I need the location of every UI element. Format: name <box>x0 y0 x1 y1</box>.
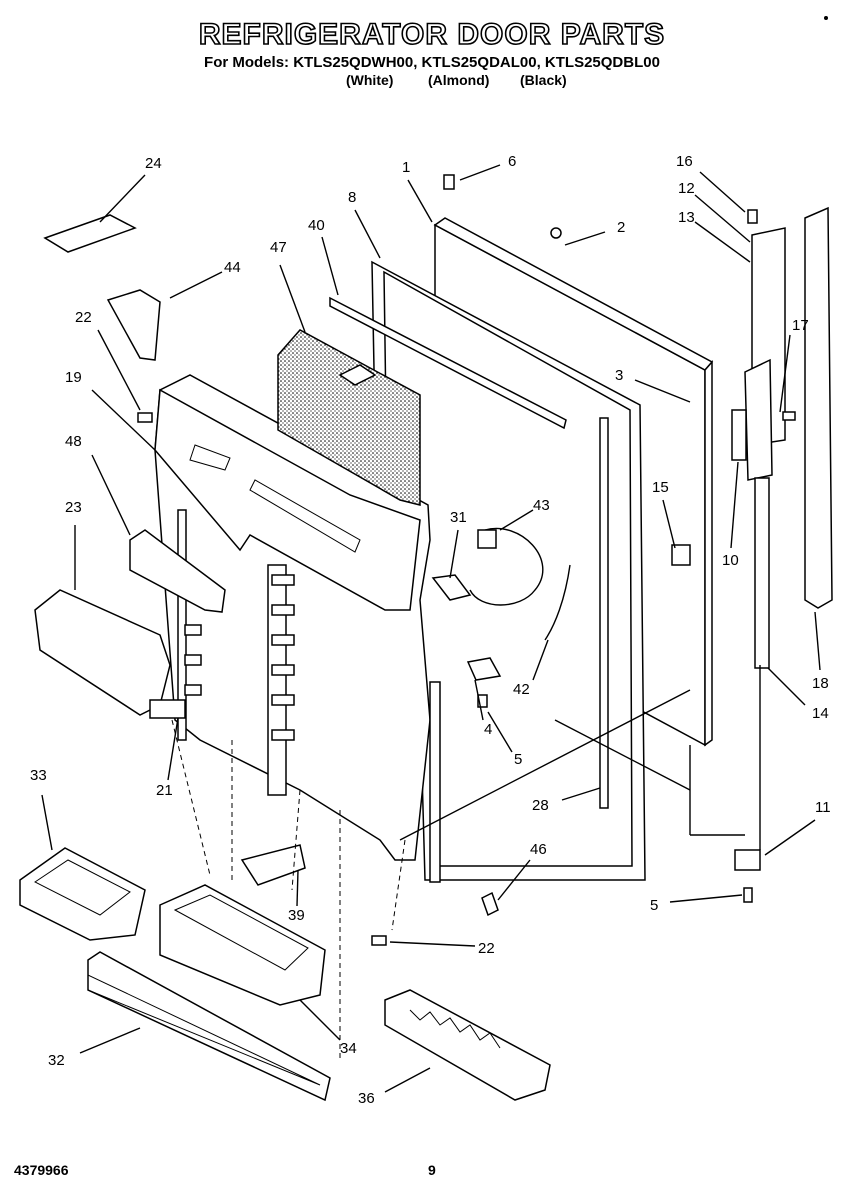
callout-22b: 22 <box>478 940 495 957</box>
harness-43 <box>469 527 544 606</box>
callout-labels: 24 44 22 19 48 23 47 40 8 1 6 2 16 12 13… <box>30 153 831 1107</box>
callout-15: 15 <box>652 479 669 496</box>
callout-36: 36 <box>358 1090 375 1107</box>
doc-number: 4379966 <box>14 1162 69 1178</box>
bracket-4 <box>466 657 502 681</box>
callout-5b: 5 <box>650 897 658 914</box>
callout-5a: 5 <box>514 751 522 768</box>
corner-dot <box>824 16 828 20</box>
leader-lines <box>41 164 821 1093</box>
color-black: (Black) <box>520 72 567 88</box>
callout-43: 43 <box>533 497 550 514</box>
callout-4: 4 <box>484 721 492 738</box>
color-almond: (Almond) <box>428 72 490 88</box>
callout-40: 40 <box>308 217 325 234</box>
callout-21: 21 <box>156 782 173 799</box>
page-title: REFRIGERATOR DOOR PARTS <box>198 17 666 52</box>
part-46 <box>481 891 499 917</box>
callout-10: 10 <box>722 552 739 569</box>
callout-13: 13 <box>678 209 695 226</box>
trim-28 <box>599 417 609 809</box>
models-line: For Models: KTLS25QDWH00, KTLS25QDAL00, … <box>204 54 660 71</box>
bin-34 <box>159 884 326 1006</box>
callout-2: 2 <box>617 219 625 236</box>
callout-3: 3 <box>615 367 623 384</box>
inner-door-liner <box>154 374 431 861</box>
dispenser-cover-23 <box>34 589 171 716</box>
callout-17: 17 <box>792 317 809 334</box>
callout-19: 19 <box>65 369 82 386</box>
callout-14: 14 <box>812 705 829 722</box>
callout-23: 23 <box>65 499 82 516</box>
callout-18: 18 <box>812 675 829 692</box>
callout-1: 1 <box>402 159 410 176</box>
callout-12: 12 <box>678 180 695 197</box>
callout-47: 47 <box>270 239 287 256</box>
callout-24: 24 <box>145 155 162 172</box>
callout-11: 11 <box>815 799 831 816</box>
callout-33: 33 <box>30 767 47 784</box>
callout-8: 8 <box>348 189 356 206</box>
rail-48 <box>129 529 226 613</box>
screws <box>137 174 796 946</box>
callout-22a: 22 <box>75 309 92 326</box>
callout-46: 46 <box>530 841 547 858</box>
callout-28: 28 <box>532 797 549 814</box>
callout-42: 42 <box>513 681 530 698</box>
hinge-assembly <box>671 206 833 903</box>
callout-31: 31 <box>450 509 467 526</box>
chute-44 <box>106 289 161 361</box>
foam-insulation <box>277 329 421 506</box>
callout-44: 44 <box>224 259 241 276</box>
breaker-strip <box>329 296 567 430</box>
bin-33 <box>19 847 146 941</box>
callout-48: 48 <box>65 433 82 450</box>
callout-32: 32 <box>48 1052 65 1069</box>
callout-39: 39 <box>288 907 305 924</box>
page-number: 9 <box>428 1162 436 1178</box>
vent-grille-24 <box>43 214 137 253</box>
shelf-ribs <box>184 574 295 741</box>
color-white: (White) <box>346 72 394 88</box>
tube-42 <box>544 564 571 641</box>
trim-32 <box>87 951 331 1102</box>
callout-16: 16 <box>676 153 693 170</box>
clip-31 <box>431 574 472 601</box>
callout-6: 6 <box>508 153 516 170</box>
egg-tray-36 <box>384 989 551 1101</box>
callout-34: 34 <box>340 1040 357 1057</box>
divider-39 <box>240 844 306 886</box>
